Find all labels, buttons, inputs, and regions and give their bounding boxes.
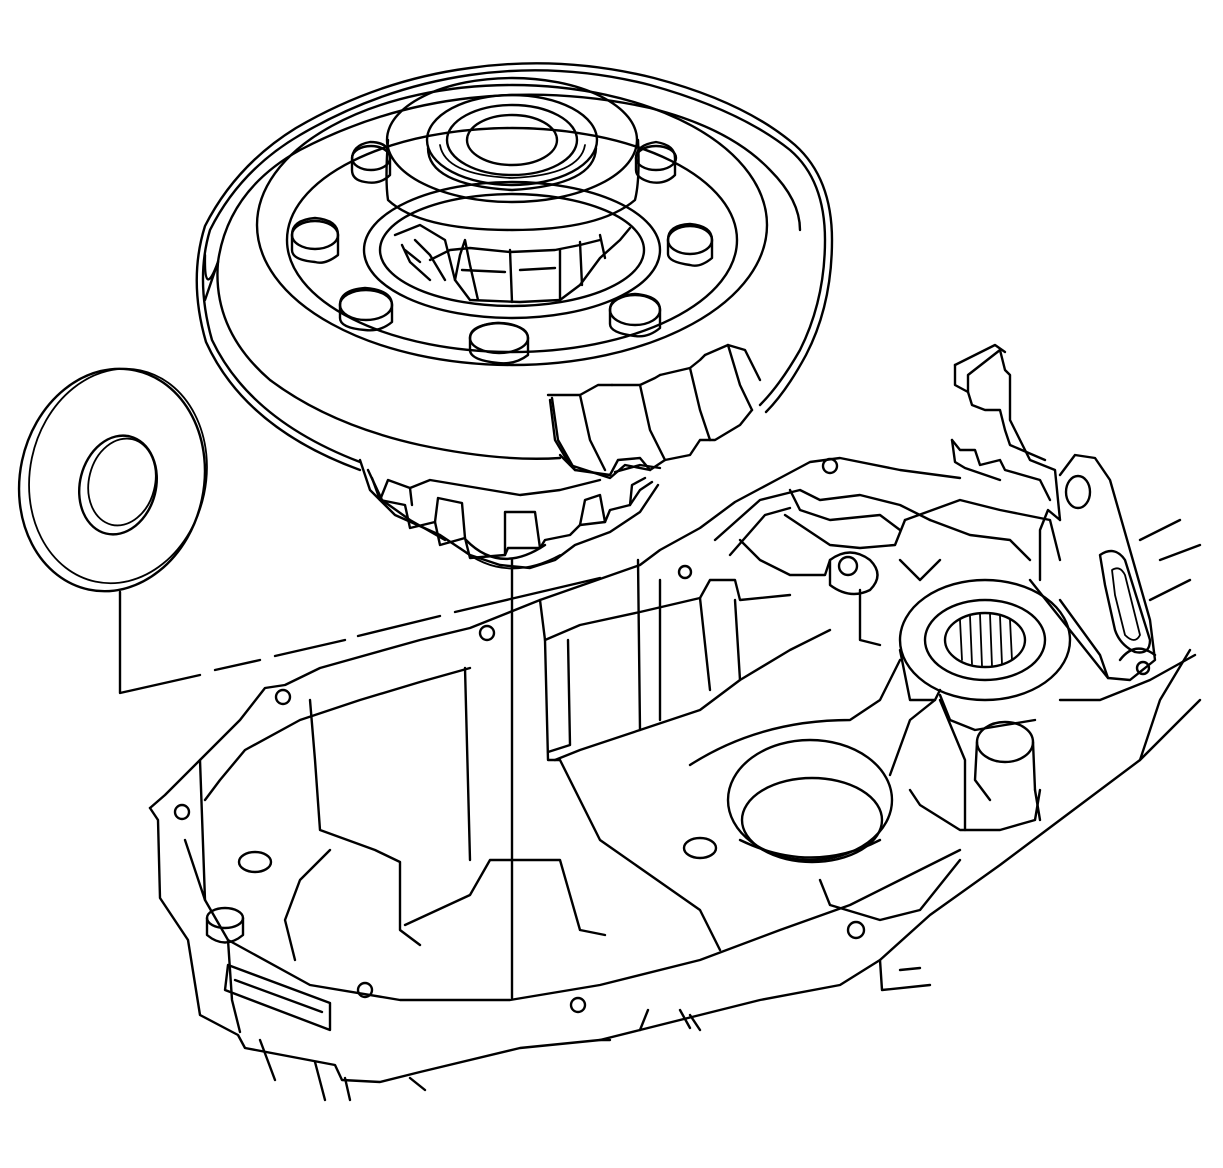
washer-inner-edge	[87, 437, 157, 527]
washer-inner	[77, 434, 159, 536]
thrust-washer	[17, 367, 602, 695]
case-inner-rim	[183, 838, 962, 1002]
washer-outer	[17, 367, 207, 593]
boss-hole-mid	[682, 836, 718, 860]
alignment-centerline	[213, 576, 602, 672]
case-flange-outline	[148, 698, 1202, 1084]
bearing-race	[445, 103, 579, 177]
spline-boss-inner	[923, 598, 1047, 682]
diff-lower-ring	[358, 458, 660, 570]
dowel-pin-top	[205, 906, 245, 930]
ring-gear-outer	[201, 69, 827, 464]
diff-window-inner	[378, 192, 646, 308]
case-side-lug	[223, 963, 332, 1032]
bracket-plate	[1028, 453, 1157, 682]
differential-assembly	[195, 62, 834, 1000]
bracket-hook	[953, 348, 1062, 522]
washer-outer-edge	[28, 367, 208, 585]
case-top-edge	[148, 456, 962, 810]
bearing-bore	[465, 113, 559, 167]
bolt-hole-7	[677, 564, 693, 580]
bearing-body	[385, 138, 640, 232]
bearing-top-ring	[425, 93, 599, 187]
boss-hole-left	[237, 850, 273, 874]
bolt-hole-4	[356, 981, 374, 999]
spline-hole	[943, 611, 1027, 669]
bolt-hole-9	[821, 457, 839, 475]
case-pins	[290, 140, 714, 365]
transaxle-case	[148, 456, 1202, 1102]
bearing-top-outer	[385, 76, 639, 204]
spline-boss-outer	[898, 578, 1072, 702]
diff-window-outer	[362, 180, 662, 320]
bolt-hole-3	[478, 624, 496, 642]
diff-case-flange	[255, 83, 769, 367]
bolt-hole-6	[846, 920, 866, 940]
case-bore-outer	[726, 738, 894, 862]
case-bore-inner	[740, 776, 884, 864]
bolt-hole-8	[1135, 660, 1151, 676]
ring-gear-outer-2	[195, 62, 834, 472]
washer-leader-line	[118, 590, 202, 695]
shift-bracket	[950, 343, 1157, 682]
bolt-hole-2	[173, 803, 191, 821]
bolt-hole-1	[274, 688, 292, 706]
bolt-hole-5	[569, 996, 587, 1014]
